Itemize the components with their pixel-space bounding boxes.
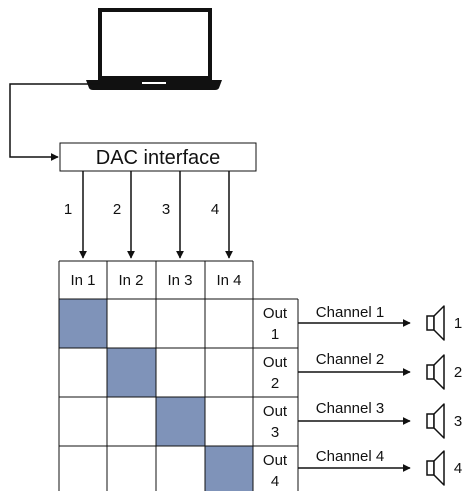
output-header-4-number: 4 xyxy=(271,473,279,490)
dac-interface-box: DAC interface xyxy=(59,142,257,172)
speaker-icon xyxy=(426,403,445,439)
matrix-active-cell xyxy=(107,348,156,397)
channel-label-2: Channel 2 xyxy=(316,351,384,368)
dac-interface-label: DAC interface xyxy=(96,147,221,169)
input-header-4: In 4 xyxy=(216,272,241,289)
output-header-3-word: Out xyxy=(263,403,288,420)
matrix-grid xyxy=(58,260,299,491)
channel-label-1: Channel 1 xyxy=(316,304,384,321)
matrix-active-cell xyxy=(205,446,253,491)
channel-label-3: Channel 3 xyxy=(316,400,384,417)
input-header-1: In 1 xyxy=(70,272,95,289)
input-number-3: 3 xyxy=(162,201,170,218)
output-header-4-word: Out xyxy=(263,452,288,469)
input-header-2: In 2 xyxy=(118,272,143,289)
speaker-icon xyxy=(426,305,445,341)
input-number-1: 1 xyxy=(64,201,72,218)
speaker-number-1: 1 xyxy=(454,315,462,332)
speaker-number-2: 2 xyxy=(454,364,462,381)
input-number-4: 4 xyxy=(211,201,219,218)
output-channel-arrows xyxy=(298,319,411,472)
output-header-1-number: 1 xyxy=(271,326,279,343)
matrix-active-cell xyxy=(156,397,205,446)
laptop-icon xyxy=(86,8,222,90)
channel-label-4: Channel 4 xyxy=(316,448,384,465)
input-number-2: 2 xyxy=(113,201,121,218)
laptop-to-dac-connector xyxy=(9,83,100,161)
input-header-3: In 3 xyxy=(167,272,192,289)
speaker-number-3: 3 xyxy=(454,413,462,430)
speaker-number-4: 4 xyxy=(454,460,462,477)
output-header-2-word: Out xyxy=(263,354,288,371)
output-header-2-number: 2 xyxy=(271,375,279,392)
routing-matrix: In 1 In 2 In 3 In 4 Out 1 Out 2 Out 3 Ou… xyxy=(58,260,299,491)
input-channel-numbers: 1 2 3 4 xyxy=(64,201,219,218)
speakers: 1 2 3 4 xyxy=(426,305,462,486)
matrix-active-cell xyxy=(59,299,107,348)
output-header-3-number: 3 xyxy=(271,424,279,441)
input-arrows xyxy=(79,171,233,259)
speaker-icon xyxy=(426,354,445,390)
channel-labels: Channel 1 Channel 2 Channel 3 Channel 4 xyxy=(316,304,384,465)
speaker-icon xyxy=(426,450,445,486)
output-header-1-word: Out xyxy=(263,305,288,322)
